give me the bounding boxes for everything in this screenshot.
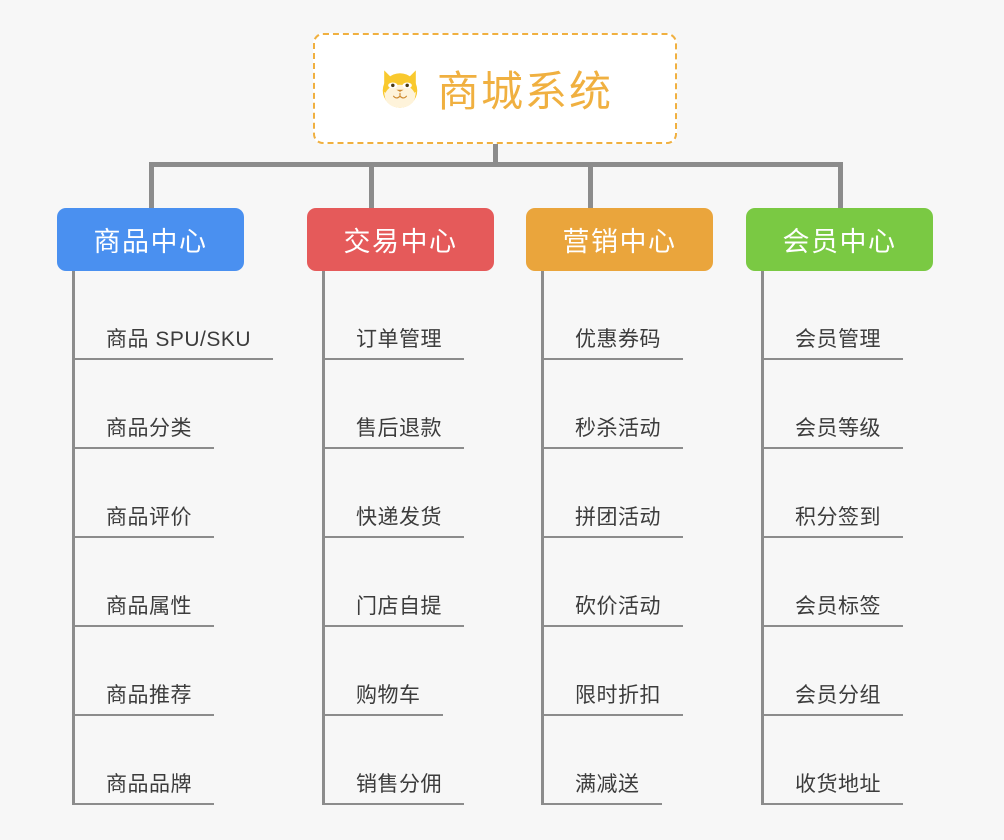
list-item[interactable]: 积分签到: [761, 449, 933, 538]
list-item[interactable]: 订单管理: [322, 271, 494, 360]
leaf-rail: 订单管理 售后退款 快递发货 门店自提 购物车 销售分佣: [322, 271, 494, 805]
leaf-rail: 商品 SPU/SKU 商品分类 商品评价 商品属性 商品推荐 商品品牌: [72, 271, 274, 805]
list-item[interactable]: 会员标签: [761, 538, 933, 627]
leaf-label: 购物车: [322, 679, 443, 716]
category-label: 商品中心: [93, 227, 208, 257]
leaf-label: 限时折扣: [541, 679, 683, 716]
leaf-label: 订单管理: [322, 323, 464, 360]
list-item[interactable]: 满减送: [541, 716, 713, 805]
leaf-label: 会员标签: [761, 590, 903, 627]
leaf-label: 积分签到: [761, 501, 903, 538]
leaf-label: 快递发货: [322, 501, 464, 538]
list-item[interactable]: 商品评价: [72, 449, 244, 538]
connector-drop-4: [838, 162, 843, 208]
leaf-label: 售后退款: [322, 412, 464, 449]
leaf-label: 收货地址: [761, 768, 903, 805]
leaf-label: 商品 SPU/SKU: [72, 323, 274, 360]
leaf-label: 商品评价: [72, 501, 214, 538]
leaf-label: 满减送: [541, 768, 662, 805]
leaf-label: 商品属性: [72, 590, 214, 627]
leaf-label: 会员分组: [761, 679, 903, 716]
leaf-label: 门店自提: [322, 590, 464, 627]
category-box-trade-center[interactable]: 交易中心: [307, 208, 494, 271]
list-item[interactable]: 会员分组: [761, 627, 933, 716]
leaf-label: 商品品牌: [72, 768, 214, 805]
category-box-member-center[interactable]: 会员中心: [746, 208, 933, 271]
list-item[interactable]: 商品分类: [72, 360, 244, 449]
list-item[interactable]: 门店自提: [322, 538, 494, 627]
list-item[interactable]: 优惠券码: [541, 271, 713, 360]
branch-member-center: 会员中心 会员管理 会员等级 积分签到 会员标签 会员分组 收货地址: [746, 208, 933, 805]
list-item[interactable]: 商品推荐: [72, 627, 244, 716]
list-item[interactable]: 拼团活动: [541, 449, 713, 538]
connector-stem: [493, 144, 498, 164]
leaf-label: 会员管理: [761, 323, 903, 360]
list-item[interactable]: 购物车: [322, 627, 494, 716]
list-item[interactable]: 商品 SPU/SKU: [72, 271, 274, 360]
branch-product-center: 商品中心 商品 SPU/SKU 商品分类 商品评价 商品属性 商品推荐 商品品牌: [57, 208, 274, 805]
leaf-label: 商品推荐: [72, 679, 214, 716]
dog-face-icon: [377, 66, 423, 112]
connector-drop-3: [588, 162, 593, 208]
list-item[interactable]: 快递发货: [322, 449, 494, 538]
leaf-label: 秒杀活动: [541, 412, 683, 449]
list-item[interactable]: 限时折扣: [541, 627, 713, 716]
list-item[interactable]: 秒杀活动: [541, 360, 713, 449]
branch-trade-center: 交易中心 订单管理 售后退款 快递发货 门店自提 购物车 销售分佣: [307, 208, 494, 805]
branch-marketing-center: 营销中心 优惠券码 秒杀活动 拼团活动 砍价活动 限时折扣 满减送: [526, 208, 713, 805]
root-node[interactable]: 商城系统: [313, 33, 677, 144]
category-label: 营销中心: [562, 227, 677, 257]
leaf-rail: 会员管理 会员等级 积分签到 会员标签 会员分组 收货地址: [761, 271, 933, 805]
connector-drop-1: [149, 162, 154, 208]
category-label: 交易中心: [343, 227, 458, 257]
category-box-product-center[interactable]: 商品中心: [57, 208, 244, 271]
list-item[interactable]: 会员等级: [761, 360, 933, 449]
list-item[interactable]: 销售分佣: [322, 716, 494, 805]
category-box-marketing-center[interactable]: 营销中心: [526, 208, 713, 271]
root-title: 商城系统: [436, 68, 613, 115]
leaf-label: 拼团活动: [541, 501, 683, 538]
list-item[interactable]: 商品品牌: [72, 716, 244, 805]
leaf-label: 优惠券码: [541, 323, 683, 360]
list-item[interactable]: 售后退款: [322, 360, 494, 449]
category-label: 会员中心: [782, 227, 897, 257]
leaf-label: 砍价活动: [541, 590, 683, 627]
list-item[interactable]: 会员管理: [761, 271, 933, 360]
leaf-rail: 优惠券码 秒杀活动 拼团活动 砍价活动 限时折扣 满减送: [541, 271, 713, 805]
list-item[interactable]: 收货地址: [761, 716, 933, 805]
list-item[interactable]: 砍价活动: [541, 538, 713, 627]
list-item[interactable]: 商品属性: [72, 538, 244, 627]
connector-drop-2: [369, 162, 374, 208]
leaf-label: 商品分类: [72, 412, 214, 449]
connector-bus: [149, 162, 843, 167]
leaf-label: 销售分佣: [322, 768, 464, 805]
leaf-label: 会员等级: [761, 412, 903, 449]
